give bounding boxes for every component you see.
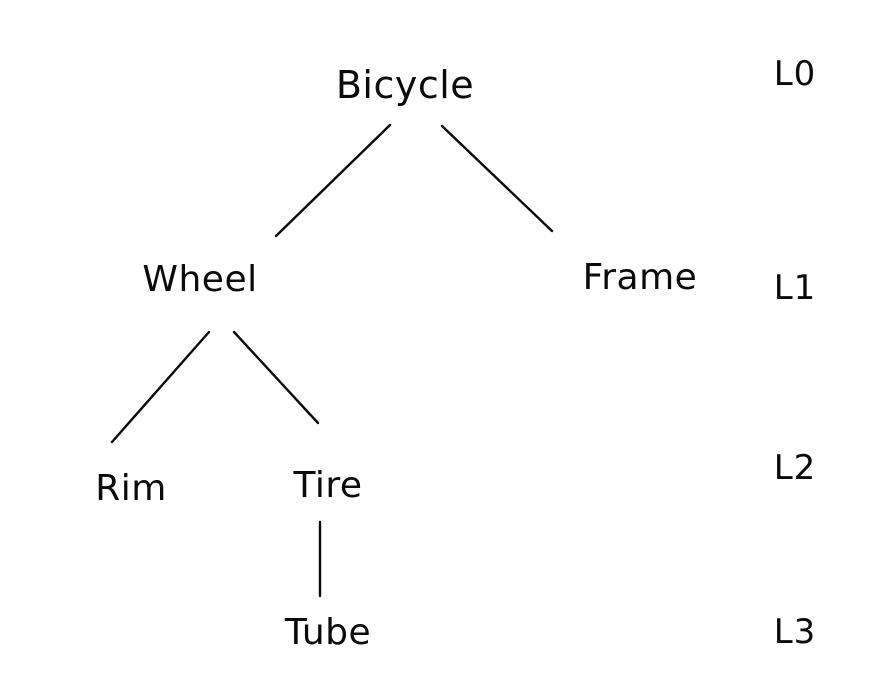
level-label-l3: L3 [773,612,817,652]
edge-wheel-rim [110,330,211,444]
node-frame[interactable]: Frame [582,257,698,298]
node-rim[interactable]: Rim [95,468,167,509]
level-label-l1: L1 [773,268,817,308]
node-bicycle[interactable]: Bicycle [335,63,475,107]
node-tire[interactable]: Tire [293,465,363,506]
node-tube[interactable]: Tube [284,612,372,653]
level-label-l0: L0 [773,54,817,94]
level-label-l2: L2 [773,448,817,488]
node-wheel[interactable]: Wheel [142,259,258,300]
edge-bicycle-wheel [274,123,392,238]
edge-bicycle-frame [440,124,554,233]
edge-wheel-tire [232,330,320,425]
